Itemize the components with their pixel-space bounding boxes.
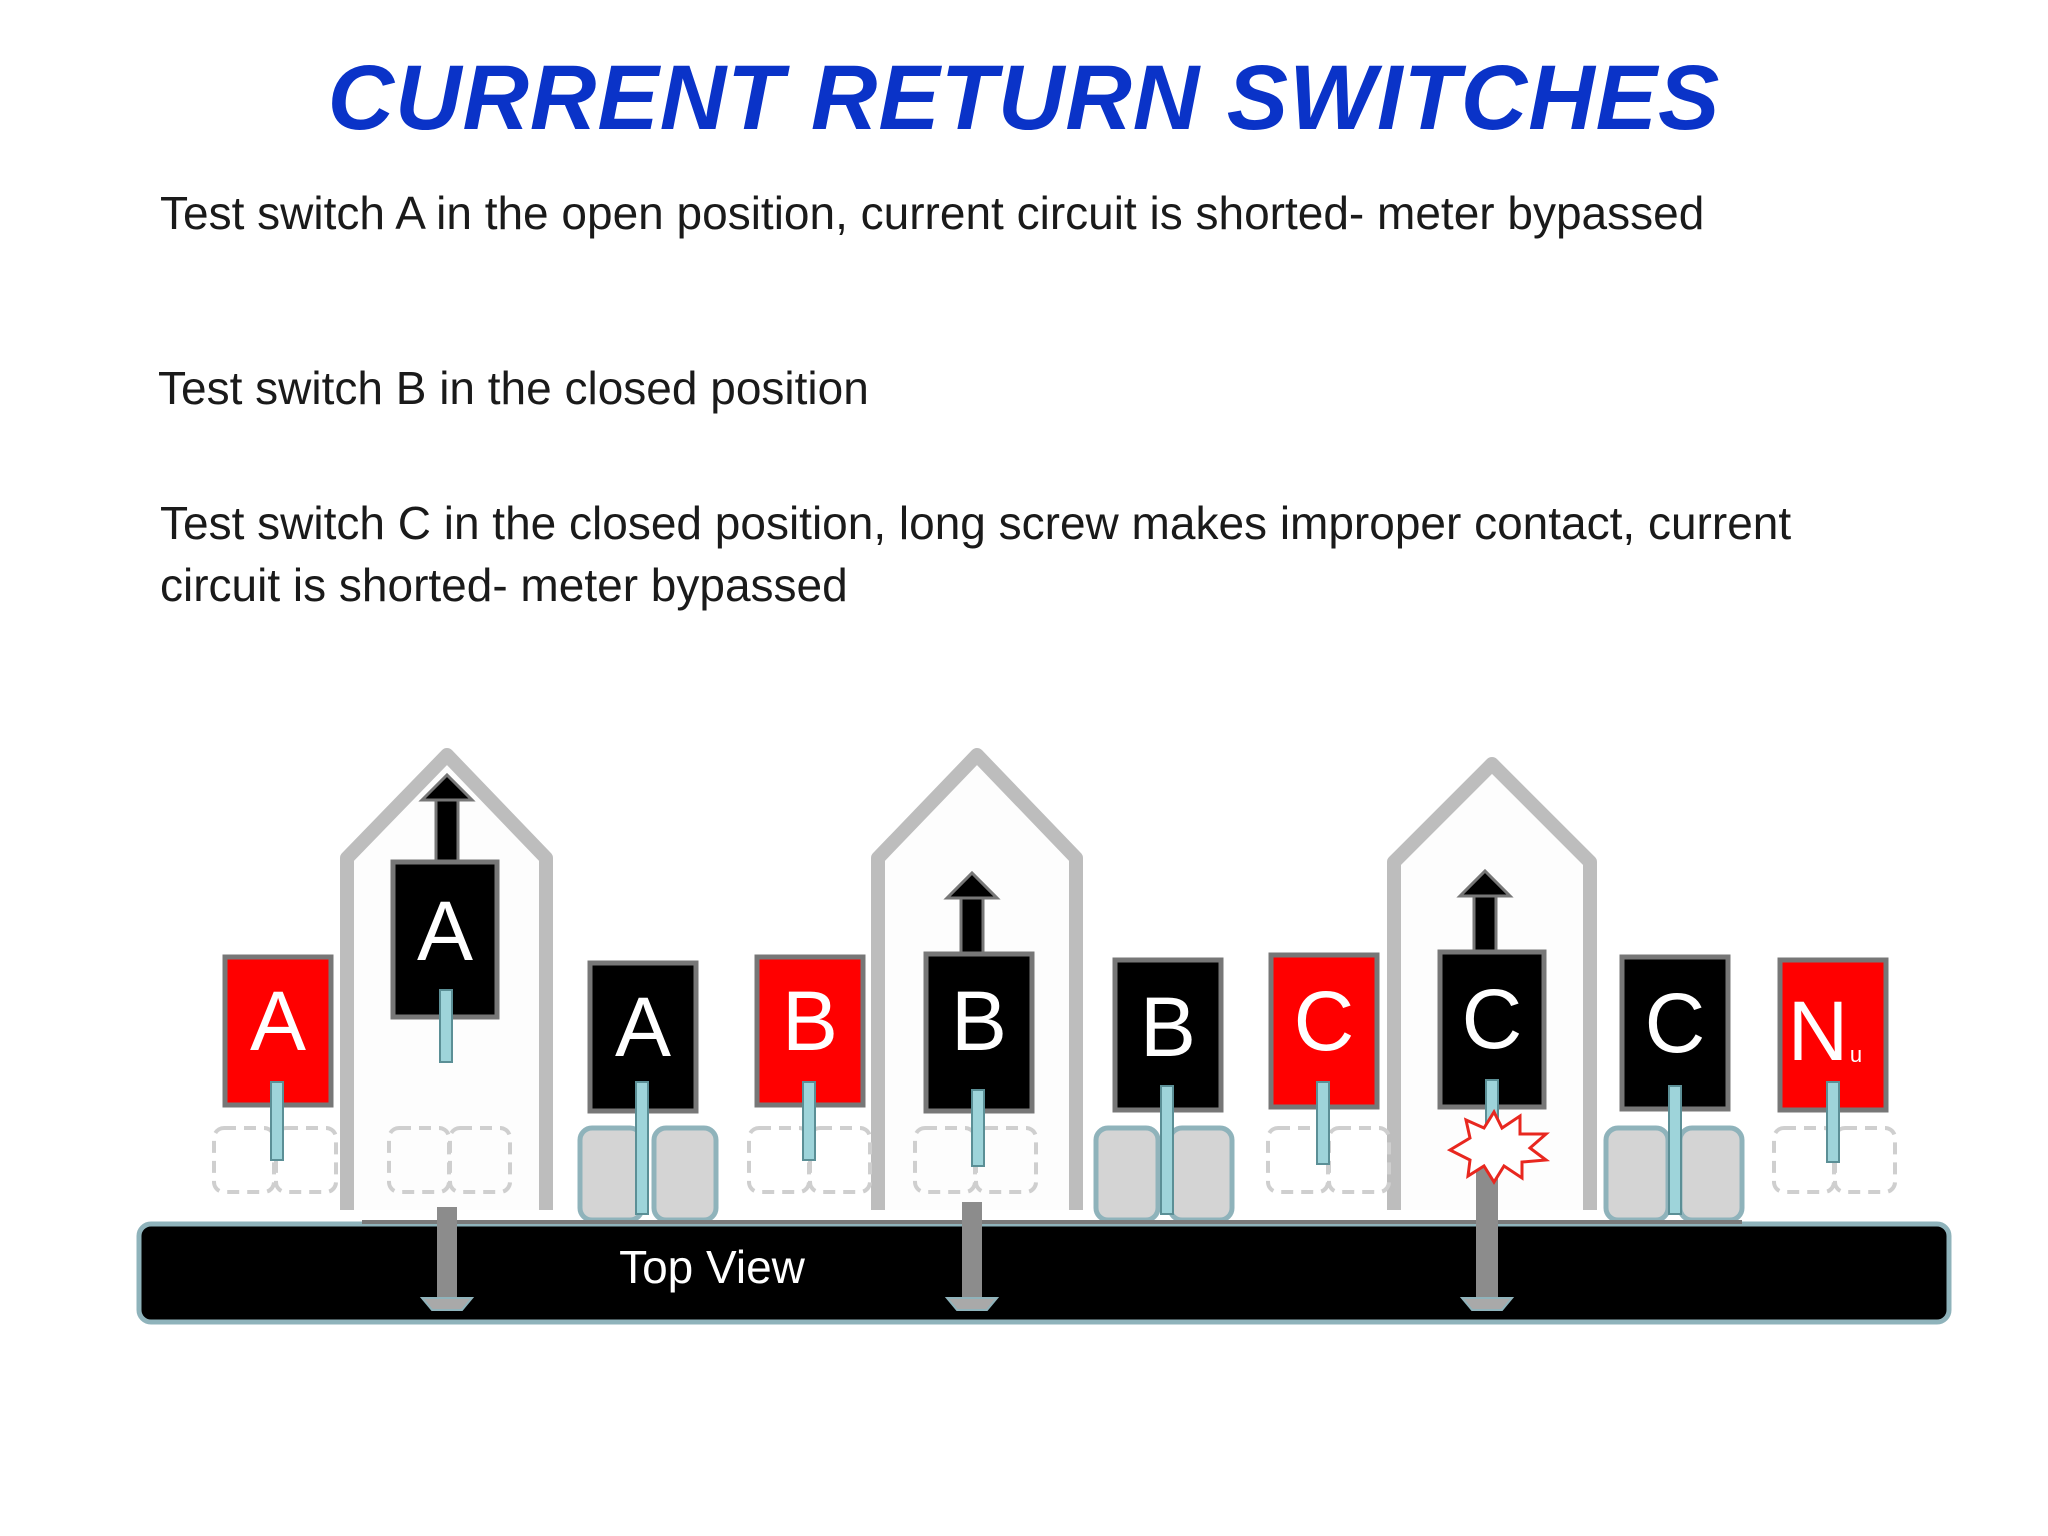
svg-text:B: B: [782, 974, 838, 1068]
svg-text:B: B: [1140, 980, 1196, 1074]
caption-switch-a: Test switch A in the open position, curr…: [160, 187, 1705, 239]
screw-icon: [419, 1207, 475, 1311]
svg-text:B: B: [951, 974, 1007, 1068]
shorting-contacts-a: [577, 1125, 719, 1223]
svg-text:A: A: [615, 980, 671, 1074]
svg-text:C: C: [1462, 972, 1523, 1066]
open-contacts-2: [387, 1126, 512, 1194]
terminal-b-switch: B: [923, 951, 1035, 1114]
base-label: Top View: [619, 1241, 806, 1293]
terminal-a-red: A: [222, 954, 334, 1108]
svg-text:N: N: [1788, 984, 1849, 1078]
screw-icon: [1459, 1152, 1515, 1311]
screw-icon: [944, 1202, 1000, 1311]
open-contacts-3: [747, 1126, 872, 1194]
open-contacts-4: [913, 1126, 1038, 1194]
svg-text:A: A: [250, 974, 306, 1068]
terminal-studs: [270, 989, 1840, 1215]
arrow-up-icon: [943, 870, 1001, 956]
caption-switch-b: Test switch B in the closed position: [158, 362, 869, 414]
caption-switch-c: Test switch C in the closed position, lo…: [160, 497, 1792, 611]
open-contacts-5: [1266, 1126, 1391, 1194]
svg-text:u: u: [1850, 1042, 1862, 1067]
terminal-n-red: N u: [1777, 957, 1889, 1113]
svg-text:C: C: [1645, 976, 1706, 1070]
page-title: CURRENT RETURN SWITCHES: [327, 47, 1721, 149]
svg-text:A: A: [417, 884, 473, 978]
spark-icon: [1446, 1108, 1551, 1185]
open-contacts-1: [212, 1126, 338, 1194]
base-bar: [136, 1221, 1952, 1325]
open-contacts-6: [1772, 1126, 1897, 1194]
svg-text:C: C: [1294, 974, 1355, 1068]
arrow-up-icon: [1456, 868, 1514, 954]
terminal-b-red: B: [754, 954, 866, 1108]
